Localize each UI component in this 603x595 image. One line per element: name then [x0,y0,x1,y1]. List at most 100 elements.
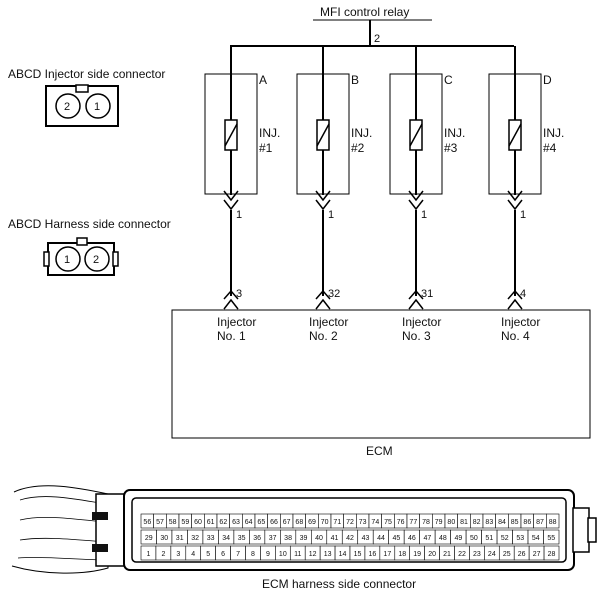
ecm-connector-pin-label: 38 [284,535,292,542]
ecm-connector-pin-label: 20 [428,551,436,558]
ecm-connector-pin-label: 76 [397,519,405,526]
ecm-connector-pin-label: 19 [413,551,421,558]
ecm-connector-pin-label: 69 [308,519,316,526]
injector-number: #3 [444,141,458,155]
ecm-harness-label: ECM harness side connector [262,577,416,591]
ecm-pin-number: 4 [520,288,526,300]
ecm-connector-pin-label: 22 [458,551,466,558]
ecm-connector-pin-label: 12 [309,551,317,558]
injector-bracket [389,73,443,195]
ecm-connector-pin-label: 29 [145,535,153,542]
ecm-connector-pin-label: 7 [236,551,240,558]
ecm-connector-pin-label: 51 [485,535,493,542]
ecm-connector-pin-label: 6 [221,551,225,558]
ecm-pin-number: 31 [421,288,433,300]
injector-number: #2 [351,141,365,155]
injector-label: INJ. [351,126,372,140]
ecm-connector-pin-label: 41 [331,535,339,542]
harness-connector-pin: 1 [64,254,70,266]
ecm-connector-pin-label: 68 [295,519,303,526]
ecm-connector-pin-label: 15 [354,551,362,558]
ecm-connector-cell [543,529,560,545]
ecm-connector-pin-label: 24 [488,551,496,558]
injector-number: #4 [543,141,557,155]
injector-coil-slash [224,123,238,147]
ecm-pin-chevron-icon [315,289,331,300]
ecm-pin-chevron-icon [223,289,239,300]
ecm-connector-pin-label: 17 [383,551,391,558]
harness-side-connector-label: ABCD Harness side connector [8,217,171,231]
ecm-injector-number: No. 2 [309,329,338,343]
ecm-pin-chevron-icon [507,298,523,310]
ecm-connector-pin-label: 42 [346,535,354,542]
ecm-connector-pin-label: 32 [191,535,199,542]
injector-coil-slash [508,123,522,147]
ecm-injector-label: Injector [309,315,348,329]
injector-letter: C [444,73,453,87]
relay-pin: 2 [374,33,380,45]
ecm-connector-pin-label: 47 [424,535,432,542]
connector-chevron-icon [408,190,424,202]
ecm-connector-pin-label: 59 [181,519,189,526]
ecm-connector-pin-label: 10 [279,551,287,558]
harness-side-connector-icon: 1 2 [43,237,119,276]
ecm-connector-pin-label: 56 [143,519,151,526]
ecm-connector-pin-label: 82 [473,519,481,526]
harness-connector-pin: 2 [93,254,99,266]
ecm-pin-chevron-icon [223,298,239,310]
injector-connector-pin-number: 1 [520,209,526,221]
injector-bracket [488,73,542,195]
ecm-connector-cell [546,513,560,529]
injector-letter: B [351,73,359,87]
ecm-injector-number: No. 1 [217,329,246,343]
ecm-connector-pin-label: 34 [222,535,230,542]
ecm-pin-chevron-icon [315,298,331,310]
ecm-connector-pin-label: 53 [516,535,524,542]
ecm-connector-pin-label: 18 [398,551,406,558]
ecm-connector-cell [543,545,560,561]
ecm-injector-number: No. 4 [501,329,530,343]
injector-bracket [204,73,258,195]
ecm-connector-pin-label: 73 [359,519,367,526]
ecm-connector-pin-label: 60 [194,519,202,526]
ecm-connector-pin-label: 8 [251,551,255,558]
ecm-connector-pin-label: 52 [501,535,509,542]
ecm-connector-pin-label: 71 [333,519,341,526]
ecm-connector-pin-label: 70 [321,519,329,526]
ecm-connector-pin-label: 5 [206,551,210,558]
injector-connector-pin: 1 [94,101,100,113]
ecm-connector-pin-label: 55 [547,535,555,542]
ecm-connector-pin-label: 74 [371,519,379,526]
injector-connector-pin-number: 1 [328,209,334,221]
ecm-connector-pin-label: 21 [443,551,451,558]
connector-chevron-icon [223,199,239,211]
injector-label: INJ. [259,126,280,140]
ecm-connector-pin-label: 45 [393,535,401,542]
ecm-connector-pin-label: 84 [498,519,506,526]
injector-bracket [296,73,350,195]
ecm-injector-label: Injector [501,315,540,329]
ecm-label: ECM [366,444,393,458]
relay-label: MFI control relay [320,5,409,19]
ecm-connector-pin-label: 37 [269,535,277,542]
ecm-connector-pin-label: 85 [511,519,519,526]
ecm-injector-label: Injector [402,315,441,329]
ecm-connector-pin-label: 16 [368,551,376,558]
ecm-connector-pin-label: 65 [257,519,265,526]
injector-coil-slash [316,123,330,147]
ecm-connector-pin-label: 49 [454,535,462,542]
ecm-connector-pin-label: 77 [409,519,417,526]
connector-chevron-icon [223,190,239,202]
ecm-connector-pin-label: 9 [266,551,270,558]
ecm-connector-pin-label: 87 [536,519,544,526]
ecm-injector-number: No. 3 [402,329,431,343]
ecm-connector-pin-label: 40 [315,535,323,542]
ecm-connector-pin-label: 79 [435,519,443,526]
ecm-connector-pin-label: 81 [460,519,468,526]
ecm-connector-pin-label: 80 [447,519,455,526]
ecm-connector-pin-label: 43 [362,535,370,542]
